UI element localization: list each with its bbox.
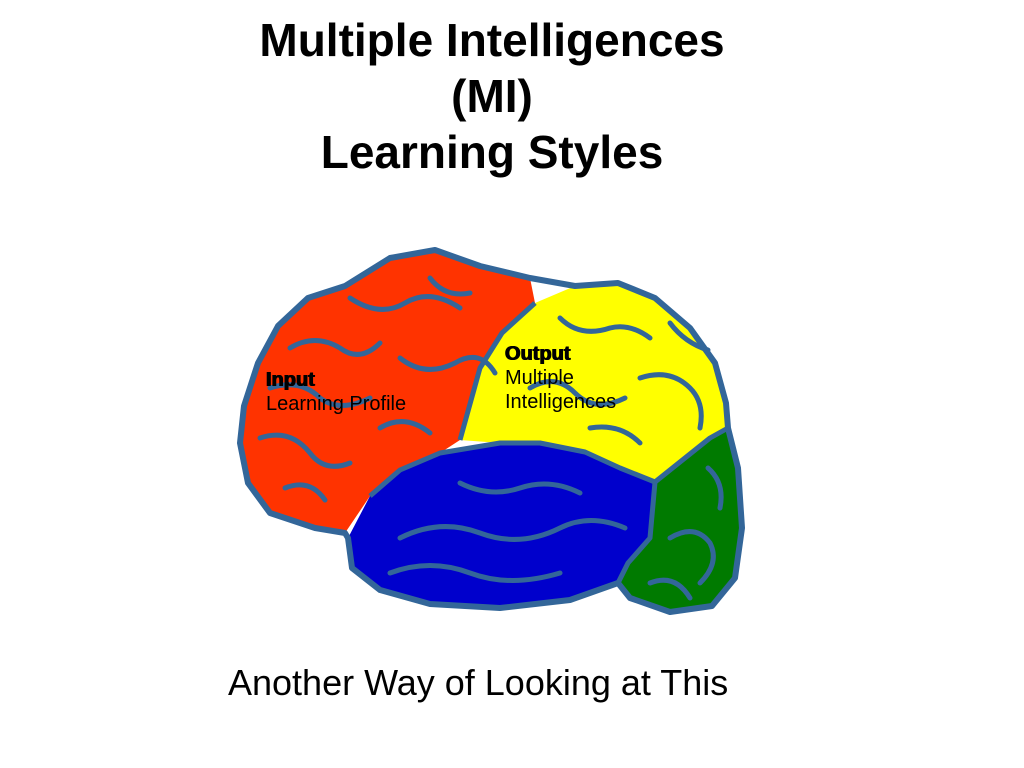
output-subtitle-line-1: Multiple [505,367,574,389]
title-line-1: Multiple Intelligences [259,14,725,66]
output-label: Output Multiple Intelligences [505,342,616,414]
title-line-3: Learning Styles [320,126,664,178]
title-line-2: (MI) [451,70,533,122]
brain-outline [237,247,745,615]
input-heading: Input [266,369,315,391]
input-subtitle: Learning Profile [266,393,407,415]
brain-region-parietal [460,283,728,482]
slide-caption: Another Way of Looking at This [228,662,729,703]
slide-title: Multiple Intelligences (MI) Learning Sty… [0,12,984,180]
brain-folds [257,275,724,601]
output-subtitle-line-2: Intelligences [505,391,617,413]
brain-region-frontal [240,250,535,533]
brain-diagram [237,247,745,615]
input-label: Input Learning Profile [266,368,406,416]
output-heading: Output [505,343,571,365]
